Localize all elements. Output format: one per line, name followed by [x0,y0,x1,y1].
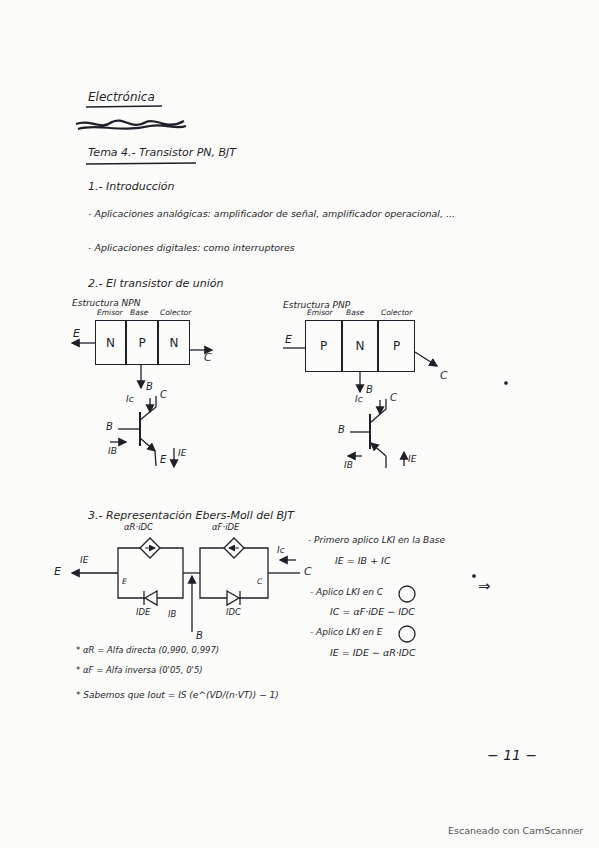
semiconductor-region: N [158,320,190,365]
note-text: IE = IB + IC [335,556,391,567]
note-text: Ic [355,394,363,404]
note-text: IE [408,454,416,464]
note-text: - Aplicaciones analógicas: amplificador … [88,209,455,220]
note-text: Colector [160,309,191,318]
scribble [76,121,186,129]
note-text: IDC [226,608,241,618]
note-text: Base [130,309,148,318]
emitter-wire [283,347,305,348]
region-letter: N [106,336,115,350]
note-text: IC = αF·iDE − IDC [330,607,415,618]
underline [86,106,162,107]
region-letter: N [170,336,179,350]
ebers-moll-circuit [72,538,300,632]
note-text: IE [178,448,186,458]
note-text: E [73,328,80,341]
semiconductor-region: N [342,320,378,372]
note-text: IDE [136,608,150,618]
note-text: B [146,381,153,393]
page-title: Electrónica [88,90,155,104]
region-letter: P [138,336,145,350]
circle-mark [399,586,415,602]
note-text: Emisor [97,309,123,318]
region-letter: N [356,339,365,353]
pnp-symbol [348,399,404,468]
note-text: C [440,370,448,383]
note-text: C [390,392,397,404]
region-letter: P [320,339,327,353]
note-text: C [204,352,212,365]
note-text: C [160,389,167,401]
note-text: IB [168,610,176,620]
note-text: IB [344,460,353,470]
npn-symbol [110,396,174,467]
note-text: 1.- Introducción [88,181,175,194]
note-text: Tema 4.- Transistor PN, BJT [88,147,236,160]
note-text: Escaneado con CamScanner [448,826,583,837]
note-text: B [106,421,113,433]
note-text: C [304,566,312,579]
note-text: - Aplicaciones digitales: como interrupt… [88,243,295,254]
note-text: Emisor [307,309,333,318]
semiconductor-region: N [95,320,126,365]
note-text: IE [80,555,88,565]
note-text: B [338,424,345,436]
note-text: * αR = Alfa directa (0,990, 0,997) [76,646,219,656]
dot [473,575,475,577]
note-text: B [196,630,203,642]
note-text: IE = IDE − αR·IDC [330,648,416,659]
note-text: αF·iDE [212,523,239,533]
note-text: Ic [277,545,285,555]
note-text: E [54,566,61,579]
underline [86,163,196,164]
note-text: Ic [126,394,134,404]
base-wire [140,365,141,388]
circle-mark [399,626,415,642]
note-text: * αF = Alfa inversa (0'05, 0'5) [76,666,203,676]
note-text: * Sabemos que Iout = IS (e^(VD/(n·VT)) −… [76,690,279,700]
note-text: αR·iDC [124,523,153,533]
note-text: 3.- Representación Ebers-Moll del BJT [88,510,294,523]
note-text: IB [108,446,117,456]
note-text: Estructura NPN [72,298,140,308]
note-text: - Aplico LKI en C [310,587,383,597]
collector-wire [415,352,437,366]
note-text: E [160,454,166,466]
note-text: − 11 − [487,747,537,763]
semiconductor-region: P [126,320,158,365]
note-text: C [257,578,262,587]
base-wire [359,372,360,392]
dot [505,382,507,384]
collector-wire [190,349,212,350]
note-text: E [285,334,292,347]
note-text: B [366,384,373,396]
note-text: - Primero aplico LKI en la Base [308,535,445,545]
note-text: Colector [381,309,412,318]
note-text: 2.- El transistor de unión [88,278,224,291]
note-text: Base [346,309,364,318]
region-letter: P [393,339,400,353]
semiconductor-region: P [305,320,342,372]
note-text: E [122,578,127,587]
note-text: - Aplico LKI en E [310,627,383,637]
note-text: ⇒ [478,578,491,595]
semiconductor-region: P [378,320,415,372]
emitter-wire [72,342,95,343]
